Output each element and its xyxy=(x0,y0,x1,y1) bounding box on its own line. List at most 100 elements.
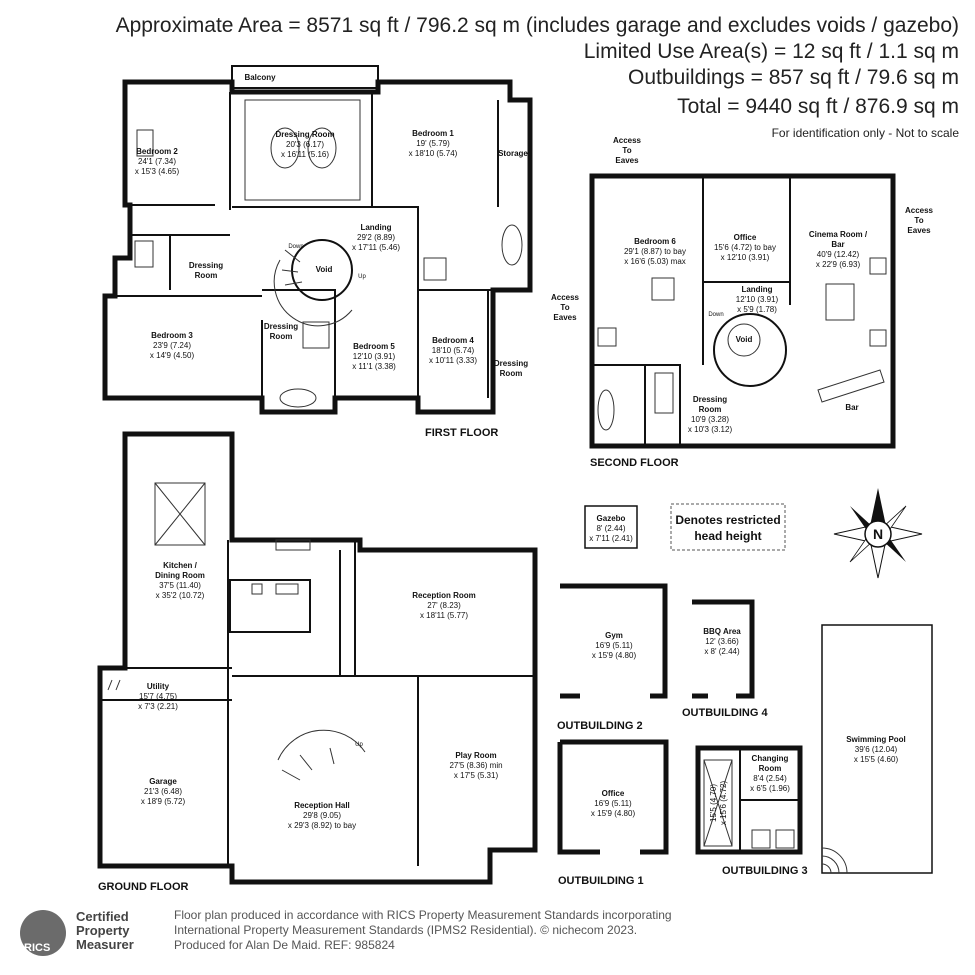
reception-hall-size-2: x 29'3 (8.92) to bay xyxy=(288,821,356,830)
first-floor-title: FIRST FLOOR xyxy=(425,427,498,439)
bedroom-4-label: Bedroom 4 xyxy=(432,336,474,345)
identification-note: For identification only - Not to scale xyxy=(771,126,959,140)
logo-line-3: Measurer xyxy=(76,937,134,952)
ground-floor-title: GROUND FLOOR xyxy=(98,881,188,893)
bedroom-2-label: Bedroom 2 xyxy=(136,147,178,156)
gym-size-1: 16'9 (5.11) xyxy=(595,641,633,650)
logo-line-1: Certified xyxy=(76,909,129,924)
rics-logo-text: RICS xyxy=(24,942,51,954)
landing-1-label: Landing xyxy=(360,223,391,232)
landing-1-size-2: x 17'11 (5.46) xyxy=(352,243,400,252)
outbuilding-4-title: OUTBUILDING 4 xyxy=(682,707,768,719)
office-out-label: Office xyxy=(602,789,625,798)
access-eaves-top-1: Access xyxy=(613,136,642,145)
bbq-label: BBQ Area xyxy=(703,627,741,636)
bedroom-5-size-1: 12'10 (3.91) xyxy=(353,352,396,361)
bedroom-6-size-2: x 16'6 (5.03) max xyxy=(624,257,686,266)
dressing-b-label-2: Room xyxy=(270,332,293,341)
outbuildings-area: Outbuildings = 857 sq ft / 79.6 sq m xyxy=(628,66,959,89)
stairs-down-2-label: Down xyxy=(708,312,723,318)
office-2-size-2: x 12'10 (3.91) xyxy=(721,253,770,262)
ground-floor-plan: Kitchen / Dining Room 37'5 (11.40) x 35'… xyxy=(97,431,538,893)
stairs-up-ground-label: Up xyxy=(355,742,363,748)
office-out-size-1: 16'9 (5.11) xyxy=(594,799,632,808)
outbuilding-3-title: OUTBUILDING 3 xyxy=(722,865,808,877)
changing-label-1: Changing xyxy=(752,754,789,763)
pool-size-2: x 15'5 (4.60) xyxy=(854,755,899,764)
dressing-room-size-1: 20'3 (6.17) xyxy=(286,140,324,149)
reception-room-size-2: x 18'11 (5.77) xyxy=(420,611,468,620)
bedroom-4-size-1: 18'10 (5.74) xyxy=(432,346,475,355)
access-eaves-right-1: Access xyxy=(905,206,934,215)
bedroom-6-size-1: 29'1 (8.87) to bay xyxy=(624,247,686,256)
dressing-d-label-2: Room xyxy=(699,405,722,414)
dressing-d-size-2: x 10'3 (3.12) xyxy=(688,425,733,434)
pool-size-1: 39'6 (12.04) xyxy=(855,745,898,754)
bedroom-5-size-2: x 11'1 (3.38) xyxy=(352,362,396,371)
gym-size-2: x 15'9 (4.80) xyxy=(592,651,637,660)
office-out-size-2: x 15'9 (4.80) xyxy=(591,809,636,818)
bedroom-3-label: Bedroom 3 xyxy=(151,331,193,340)
area-summary: Approximate Area = 8571 sq ft / 796.2 sq… xyxy=(115,14,959,37)
kitchen-size-1: 37'5 (11.40) xyxy=(159,581,201,590)
access-eaves-top-3: Eaves xyxy=(615,156,639,165)
reception-hall-label: Reception Hall xyxy=(294,801,350,810)
outbuilding-1-title: OUTBUILDING 1 xyxy=(558,875,644,887)
play-room-size-2: x 17'5 (5.31) xyxy=(454,771,499,780)
changing-label-2: Room xyxy=(759,764,782,773)
void-label: Void xyxy=(316,265,333,274)
dressing-a-label-1: Dressing xyxy=(189,261,223,270)
dressing-b-label-1: Dressing xyxy=(264,322,298,331)
first-floor-plan: Balcony Bedroom 2 24'1 (7.34) x 15'3 (4.… xyxy=(102,65,533,439)
second-floor-title: SECOND FLOOR xyxy=(590,457,679,469)
utility-size-2: x 7'3 (2.21) xyxy=(138,702,178,711)
cinema-label-2: Bar xyxy=(831,240,844,249)
cinema-label-1: Cinema Room / xyxy=(809,230,868,239)
bedroom-4-size-2: x 10'11 (3.33) xyxy=(429,356,477,365)
outbuildings: Gazebo 8' (2.44) x 7'11 (2.41) Denotes r… xyxy=(557,503,933,887)
gazebo-label: Gazebo xyxy=(597,514,626,523)
access-eaves-top-2: To xyxy=(622,146,631,155)
kitchen-label-2: Dining Room xyxy=(155,571,205,580)
bedroom-3-size-2: x 14'9 (4.50) xyxy=(150,351,195,360)
second-floor-plan: Access To Eaves Access To Eaves Access T… xyxy=(551,136,934,469)
storage-label: Storage xyxy=(498,149,528,158)
bbq-size-2: x 8' (2.44) xyxy=(704,647,740,656)
bar-label: Bar xyxy=(845,403,858,412)
dressing-d-label-1: Dressing xyxy=(693,395,727,404)
cinema-size-1: 40'9 (12.42) xyxy=(817,250,860,259)
footer-line-2: International Property Measurement Stand… xyxy=(174,923,638,937)
dressing-d-size-1: 10'9 (3.28) xyxy=(691,415,729,424)
footer-line-1: Floor plan produced in accordance with R… xyxy=(174,908,672,922)
footer-note: Floor plan produced in accordance with R… xyxy=(174,908,672,953)
stairs-down-label: Down xyxy=(288,244,303,250)
outbuilding-2-title: OUTBUILDING 2 xyxy=(557,720,643,732)
sauna-size-2: x 15'6 (4.72) xyxy=(719,781,728,826)
access-eaves-left-1: Access xyxy=(551,293,580,302)
void-2-label: Void xyxy=(736,335,753,344)
reception-room-label: Reception Room xyxy=(412,591,476,600)
landing-1-size-1: 29'2 (8.89) xyxy=(357,233,395,242)
landing-2-size-1: 12'10 (3.91) xyxy=(736,295,779,304)
bedroom-1-size-1: 19' (5.79) xyxy=(416,139,450,148)
play-room-label: Play Room xyxy=(455,751,496,760)
access-eaves-left-3: Eaves xyxy=(553,313,577,322)
utility-label: Utility xyxy=(147,682,170,691)
bedroom-3-size-1: 23'9 (7.24) xyxy=(153,341,191,350)
limited-use-area: Limited Use Area(s) = 12 sq ft / 1.1 sq … xyxy=(583,40,959,63)
office-2-label: Office xyxy=(734,233,757,242)
access-eaves-right-3: Eaves xyxy=(907,226,931,235)
restricted-legend-1: Denotes restricted xyxy=(675,513,780,527)
footer-line-3: Produced for Alan De Maid. REF: 985824 xyxy=(174,938,395,952)
bedroom-5-label: Bedroom 5 xyxy=(353,342,395,351)
landing-2-size-2: x 5'9 (1.78) xyxy=(737,305,777,314)
bedroom-1-label: Bedroom 1 xyxy=(412,129,454,138)
logo-line-2: Property xyxy=(76,923,130,938)
garage-label: Garage xyxy=(149,777,177,786)
rics-logo: RICS Certified Property Measurer xyxy=(14,908,164,958)
gazebo-size-1: 8' (2.44) xyxy=(596,524,625,533)
kitchen-label-1: Kitchen / xyxy=(163,561,198,570)
sauna-size-1: 15'5 (4.70) xyxy=(709,784,718,822)
access-eaves-right-2: To xyxy=(914,216,923,225)
balcony-rect xyxy=(231,65,379,89)
